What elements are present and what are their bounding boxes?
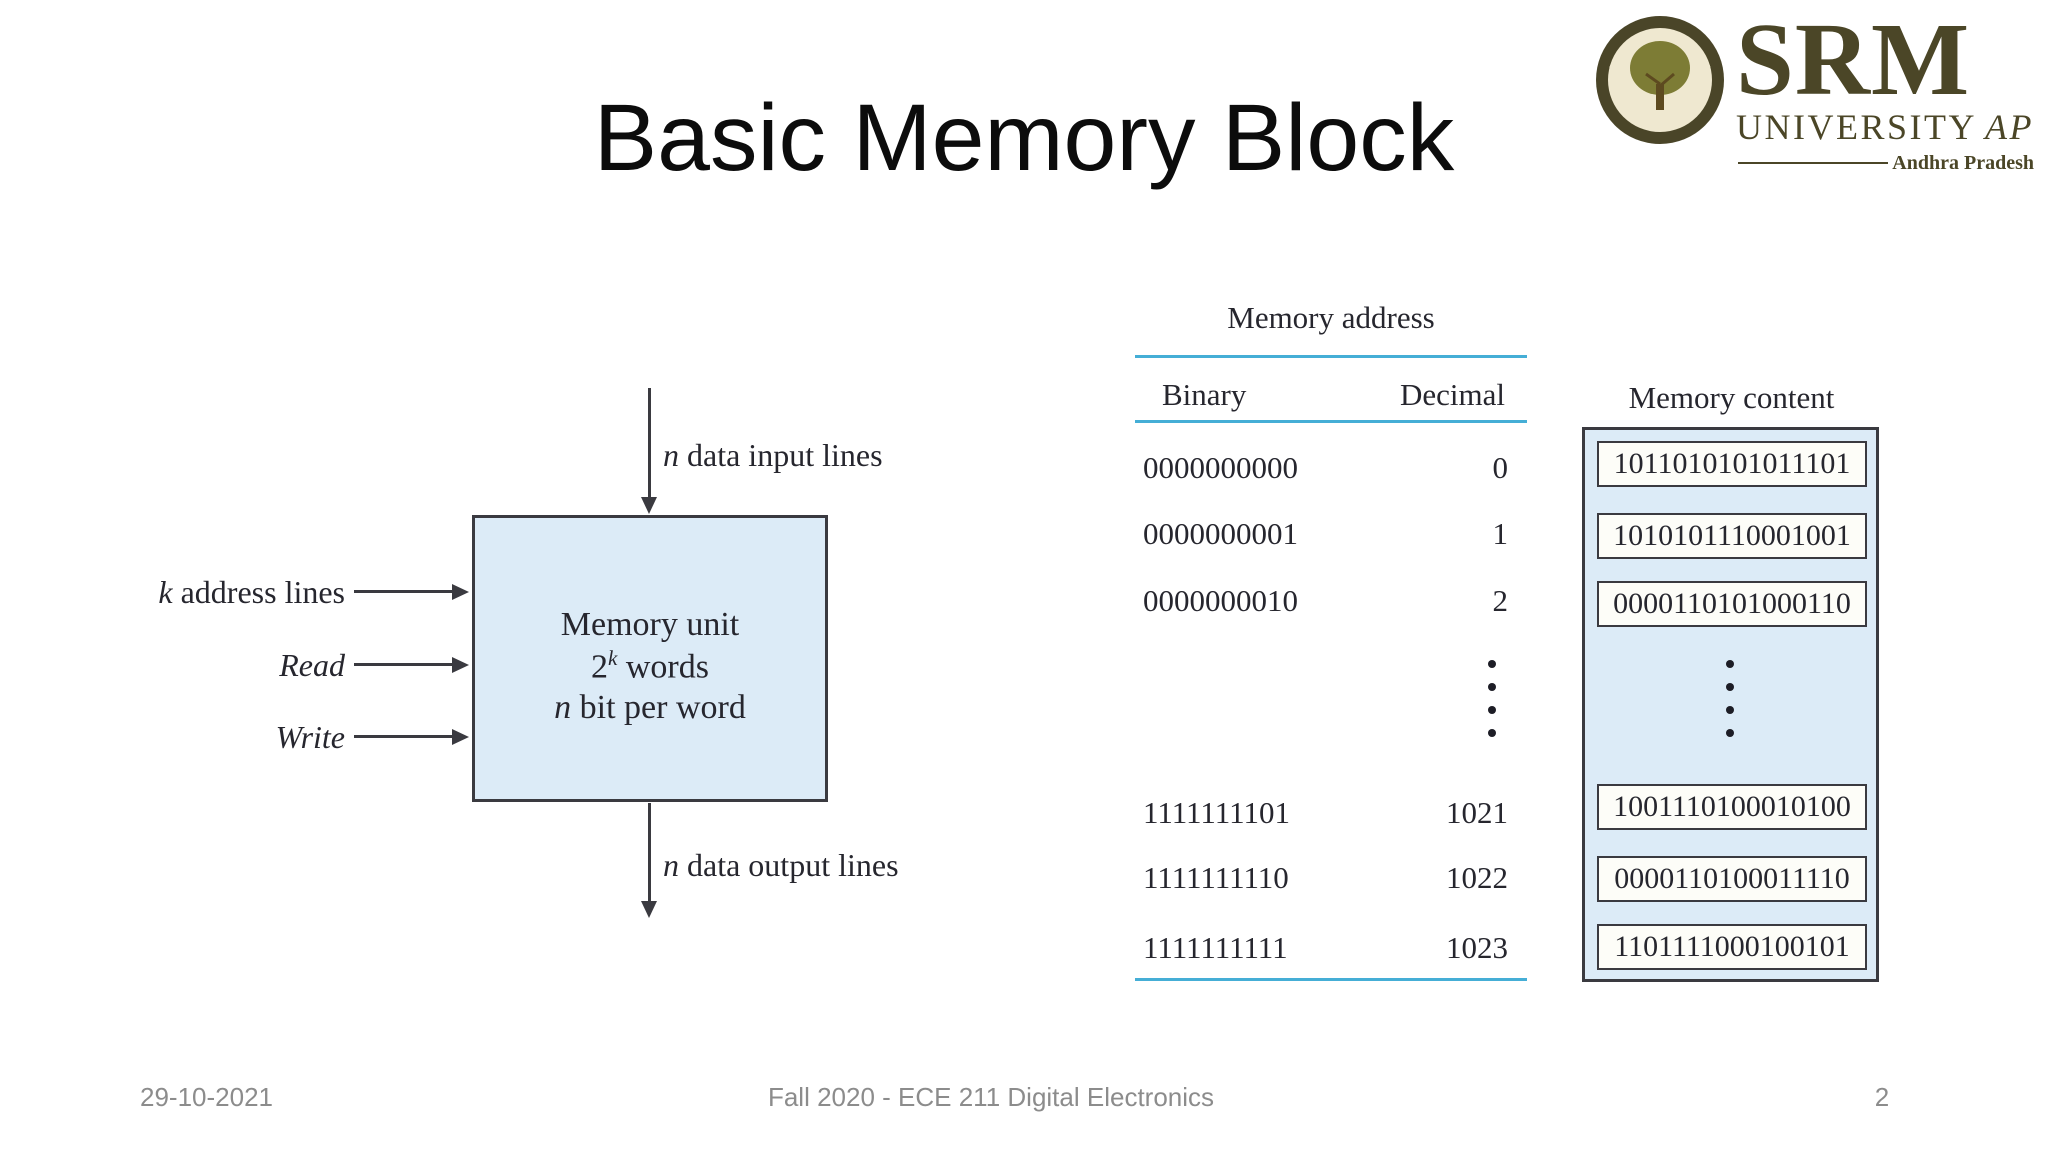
memory-content-cell: 1001110100010100	[1597, 784, 1867, 830]
logo-rule	[1738, 162, 1889, 165]
base-text: 2	[591, 647, 609, 685]
arrow-head-icon	[452, 729, 469, 745]
logo-ap-text: AP	[1985, 106, 2034, 147]
memory-address-title: Memory address	[1227, 300, 1435, 335]
memory-unit-box: Memory unit 2k words n bit per word	[472, 515, 828, 802]
label-text: data output lines	[679, 847, 899, 883]
arrow-shaft	[648, 803, 651, 903]
memory-unit-line1: Memory unit	[560, 606, 740, 644]
memory-content-cell: 0000110100011110	[1597, 856, 1867, 902]
arrow-shaft	[354, 663, 454, 666]
dot	[1726, 706, 1734, 714]
footer-course: Fall 2020 - ECE 211 Digital Electronics	[767, 1082, 1215, 1112]
table-cell-binary: 1111111111	[1143, 930, 1288, 965]
logo-wordmark: SRM	[1736, 2, 1971, 117]
memory-content-cell: 1101111000100101	[1597, 924, 1867, 970]
arrow-shaft	[354, 735, 454, 738]
arrow-head-icon	[641, 901, 657, 918]
table-cell-binary: 0000000000	[1143, 450, 1298, 485]
table-cell-binary: 0000000001	[1143, 516, 1298, 551]
dot	[1488, 683, 1496, 691]
table-cell-decimal: 2	[1492, 583, 1509, 618]
table-rule-header	[1135, 420, 1527, 423]
table-rule-bottom	[1135, 978, 1527, 981]
dot	[1726, 729, 1734, 737]
arrow-head-icon	[641, 497, 657, 514]
arrow-shaft	[354, 590, 454, 593]
write-label: Write	[275, 719, 345, 755]
dot	[1726, 660, 1734, 668]
dot	[1488, 706, 1496, 714]
label-text: data input lines	[679, 437, 883, 473]
arrow-head-icon	[452, 584, 469, 600]
memory-unit-line2: 2k words	[591, 646, 709, 688]
seal-tree-foliage	[1630, 41, 1691, 95]
dot	[1488, 660, 1496, 668]
seal-tree-trunk	[1656, 84, 1665, 110]
ellipsis-dots	[1726, 660, 1734, 737]
ellipsis-dots	[1488, 660, 1496, 737]
data-output-label: n data output lines	[663, 847, 899, 884]
table-cell-binary: 0000000010	[1143, 583, 1298, 618]
memory-content-cell: 1010101110001001	[1597, 513, 1867, 559]
rest-text: words	[617, 647, 709, 685]
table-rule-top	[1135, 355, 1527, 358]
logo-region-row: Andhra Pradesh	[1738, 152, 2034, 175]
page-title: Basic Memory Block	[593, 85, 1455, 191]
read-label: Read	[279, 647, 345, 683]
label-text: address lines	[172, 574, 345, 610]
memory-unit-line3: n bit per word	[554, 687, 746, 728]
label-var: k	[158, 574, 173, 610]
svg-text:AP: AP	[1650, 118, 1669, 131]
srm-seal-icon: SRM UNIVERSITY AP	[1596, 16, 1725, 144]
memory-content-cell: 1011010101011101	[1597, 441, 1867, 487]
label-var: n	[663, 437, 679, 473]
column-header-decimal: Decimal	[1400, 377, 1506, 412]
label-var: n	[554, 689, 572, 727]
table-cell-decimal: 1023	[1446, 930, 1508, 965]
table-cell-decimal: 1022	[1446, 860, 1508, 895]
address-lines-label: k address lines	[100, 574, 345, 611]
label-text: bit per word	[571, 689, 746, 727]
dot	[1488, 729, 1496, 737]
label-var: n	[663, 847, 679, 883]
seal-bottom-text: AP	[1650, 118, 1667, 131]
footer-page-number: 2	[1874, 1082, 1890, 1112]
column-header-binary: Binary	[1162, 377, 1247, 412]
footer-date: 29-10-2021	[140, 1082, 273, 1112]
logo-university-text: UNIVERSITY	[1736, 106, 1978, 147]
table-cell-decimal: 1	[1492, 516, 1509, 551]
table-cell-binary: 1111111110	[1143, 860, 1289, 895]
exponent-text: k	[608, 645, 618, 670]
arrow-shaft	[648, 388, 651, 500]
arrow-head-icon	[452, 657, 469, 673]
data-input-label: n data input lines	[663, 437, 883, 474]
logo-region-text: Andhra Pradesh	[1892, 151, 2034, 174]
table-cell-binary: 1111111101	[1143, 795, 1290, 830]
memory-content-cell: 0000110101000110	[1597, 581, 1867, 627]
table-cell-decimal: 1021	[1446, 795, 1508, 830]
table-cell-decimal: 0	[1492, 450, 1509, 485]
memory-content-title: Memory content	[1628, 380, 1835, 415]
dot	[1726, 683, 1734, 691]
